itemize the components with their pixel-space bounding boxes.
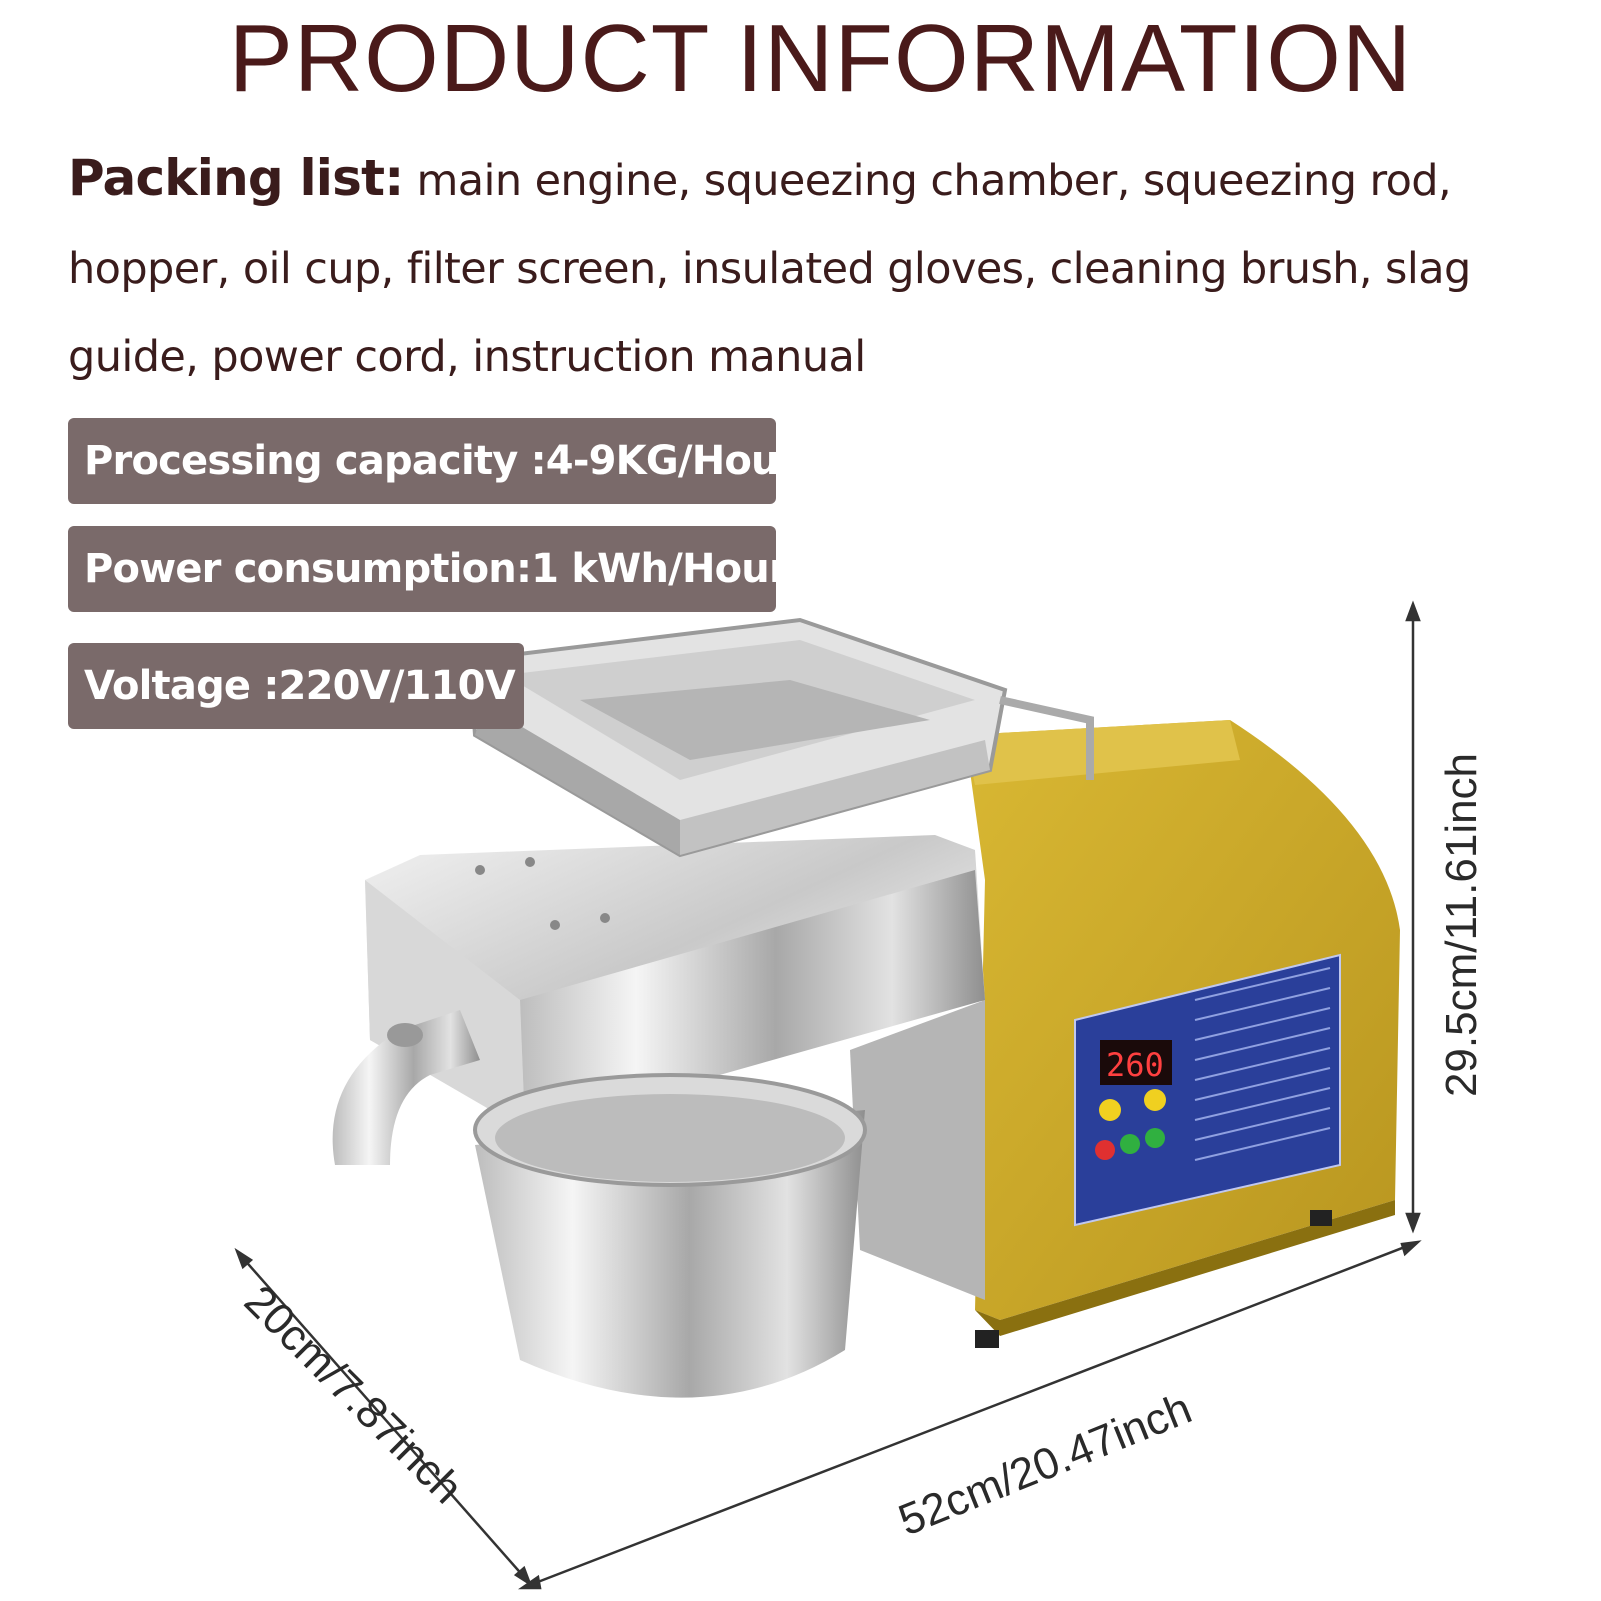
spec-capacity: Processing capacity :4-9KG/Hour xyxy=(68,418,798,504)
dimension-height-label: 29.5cm/11.61inch xyxy=(1437,752,1487,1098)
dimension-arrows xyxy=(234,600,1422,1590)
temperature-display: 260 xyxy=(1106,1046,1164,1084)
packing-list-label: Packing list: xyxy=(68,149,404,207)
spec-power: Power consumption:1 kWh/Hour xyxy=(68,526,789,612)
packing-list-text: main engine, squeezing chamber, squeezin… xyxy=(68,156,1471,382)
pressing-chamber xyxy=(365,835,985,1300)
spec-voltage: Voltage :220V/110V xyxy=(68,643,524,729)
page-title: PRODUCT INFORMATION xyxy=(228,5,1413,112)
control-panel: 260 xyxy=(1074,953,1341,1227)
packing-list: Packing list: main engine, squeezing cha… xyxy=(68,134,1568,401)
oil-spout xyxy=(332,1010,480,1165)
oil-cup xyxy=(473,1073,867,1398)
hopper xyxy=(467,617,1094,858)
